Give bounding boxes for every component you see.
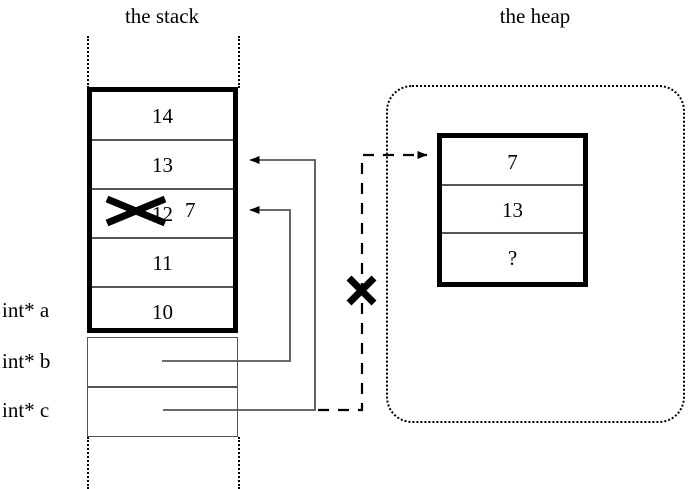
heap-divider-0 <box>442 184 583 186</box>
stack-cell-2-value: 12 <box>152 202 173 226</box>
stack-region-title: the stack <box>124 4 200 28</box>
heap-cell-0: 7 <box>442 138 583 186</box>
stack-pointer-row-c <box>88 388 237 438</box>
stack-cell-4: 10 <box>92 288 233 337</box>
heap-cell-2-value: ? <box>507 246 518 270</box>
stack-cell-0: 14 <box>92 92 233 141</box>
heap-region-title: the heap <box>499 4 571 28</box>
heap-divider-1 <box>442 232 583 234</box>
heap-array-frame: 7 13 ? <box>437 133 588 287</box>
stack-cell-2-replacement-value: 7 <box>185 198 196 222</box>
variable-label-c: int* c <box>2 398 50 422</box>
stack-cell-3: 11 <box>92 239 233 288</box>
stack-array-frame: 14 13 12 11 10 <box>87 87 238 333</box>
stack-cell-4-value: 10 <box>152 300 173 324</box>
stack-cell-1-value: 13 <box>152 153 173 177</box>
stack-cell-0-value: 14 <box>152 104 173 128</box>
stack-pointer-rows-frame <box>87 337 238 437</box>
heap-cell-1: 13 <box>442 186 583 234</box>
heap-cell-2: ? <box>442 234 583 282</box>
variable-label-a: int* a <box>2 298 50 322</box>
stack-rail-right-bottom <box>238 437 240 489</box>
stack-cell-3-value: 11 <box>152 251 173 275</box>
stack-cell-2: 12 <box>92 190 233 239</box>
stack-pointer-divider <box>88 386 237 388</box>
stack-divider-0 <box>92 139 233 141</box>
stack-rail-right-top <box>238 36 240 88</box>
stack-rail-left-bottom <box>87 437 89 489</box>
stack-divider-1 <box>92 188 233 190</box>
stack-pointer-row-b <box>88 338 237 388</box>
heap-cell-0-value: 7 <box>507 150 518 174</box>
dangling-pointer-cross-icon <box>346 275 377 306</box>
variable-label-b: int* b <box>2 349 51 373</box>
heap-cell-1-value: 13 <box>502 198 523 222</box>
stack-cell-1: 13 <box>92 141 233 190</box>
stack-rail-left-top <box>87 36 89 88</box>
